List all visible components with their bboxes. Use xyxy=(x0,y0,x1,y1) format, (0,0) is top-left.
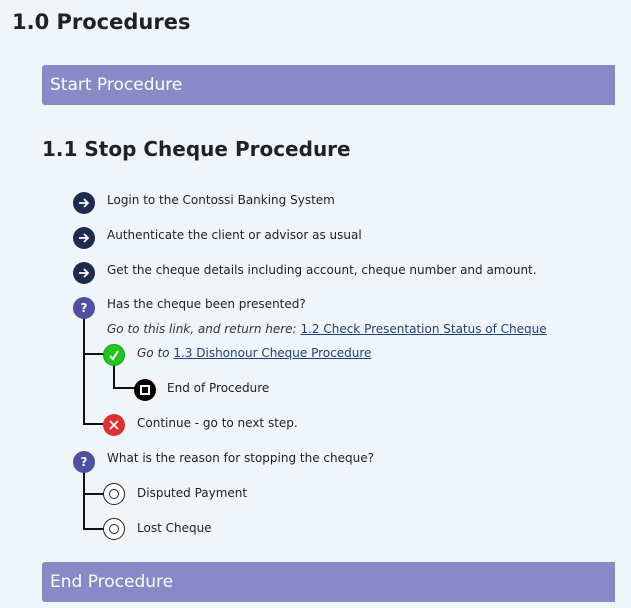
question-mark-icon: ? xyxy=(73,451,95,473)
option-lost-cheque: Lost Cheque xyxy=(137,521,212,535)
connector-q1-no xyxy=(83,318,104,425)
question-mark-icon: ? xyxy=(73,297,95,319)
link-dishonour-cheque[interactable]: 1.3 Dishonour Cheque Procedure xyxy=(173,346,372,360)
x-icon xyxy=(103,414,125,436)
link-check-presentation-status[interactable]: 1.2 Check Presentation Status of Cheque xyxy=(300,322,547,336)
goto-prefix: Go to this link, and return here: xyxy=(107,322,297,336)
goto-check-presentation: Go to this link, and return here: 1.2 Ch… xyxy=(107,322,547,336)
section-title: 1.1 Stop Cheque Procedure xyxy=(42,137,351,161)
step-details: Get the cheque details including account… xyxy=(107,263,537,277)
radio-option-icon[interactable] xyxy=(103,483,125,505)
end-of-procedure-text: End of Procedure xyxy=(167,381,270,395)
no-branch-text: Continue - go to next step. xyxy=(137,416,298,430)
stop-icon xyxy=(134,379,156,401)
question-presented: Has the cheque been presented? xyxy=(107,297,306,311)
connector-q2-lost xyxy=(83,472,104,530)
yes-branch-text: Go to 1.3 Dishonour Cheque Procedure xyxy=(137,346,371,360)
step-login: Login to the Contossi Banking System xyxy=(107,193,335,207)
step-authenticate: Authenticate the client or advisor as us… xyxy=(107,228,362,242)
start-procedure-banner: Start Procedure xyxy=(42,65,615,105)
page-title: 1.0 Procedures xyxy=(12,10,191,34)
check-icon xyxy=(103,344,125,366)
yes-prefix: Go to xyxy=(137,346,170,360)
radio-option-icon[interactable] xyxy=(103,518,125,540)
end-procedure-banner: End Procedure xyxy=(42,562,615,602)
arrow-right-icon xyxy=(73,227,95,249)
connector-yes-end xyxy=(113,364,135,389)
question-reason: What is the reason for stopping the cheq… xyxy=(107,451,374,465)
arrow-right-icon xyxy=(73,192,95,214)
arrow-right-icon xyxy=(73,262,95,284)
option-disputed-payment: Disputed Payment xyxy=(137,486,248,500)
